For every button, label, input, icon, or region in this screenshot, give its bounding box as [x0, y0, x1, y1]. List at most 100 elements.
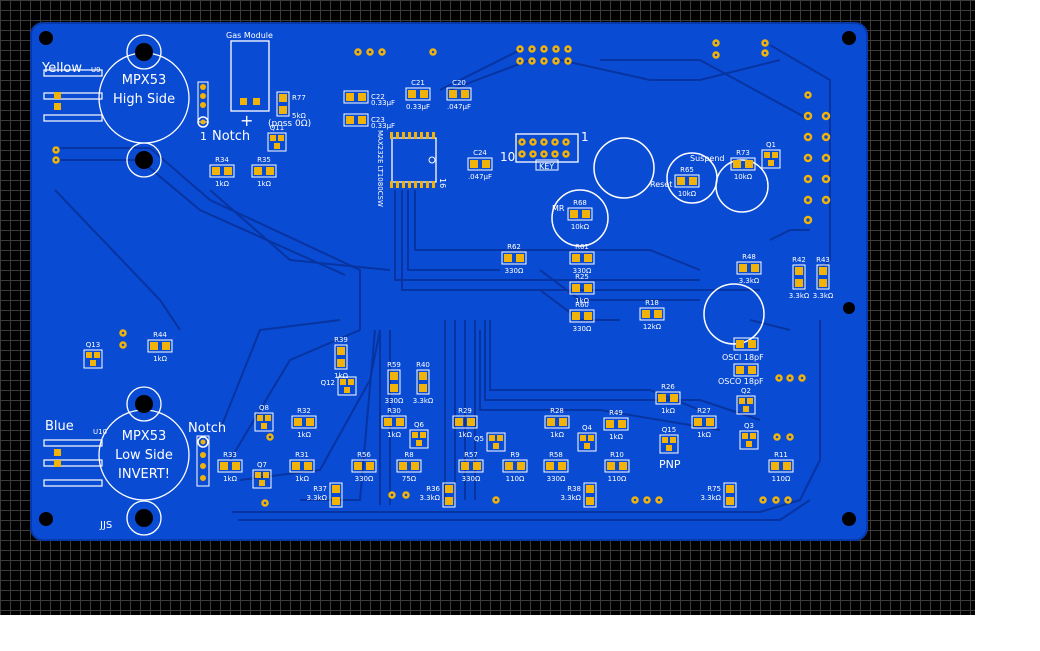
component-value: 0.33µF — [371, 122, 395, 130]
ic-label: MAX232E LT1080CSW — [376, 130, 384, 207]
capacitor-osci[interactable] — [733, 337, 759, 351]
component-q5[interactable]: Q5 — [474, 432, 506, 452]
component-q15[interactable]: Q15 — [659, 426, 679, 454]
component-q3[interactable]: Q3 — [739, 422, 759, 450]
capacitor-osco[interactable] — [733, 363, 759, 377]
component-q13[interactable]: Q13 — [83, 341, 103, 369]
pad — [232, 462, 240, 470]
component-q6[interactable]: Q6 — [409, 421, 429, 449]
pad — [90, 360, 96, 366]
suspend-button[interactable] — [715, 159, 769, 213]
footprint-outline — [733, 337, 759, 351]
pin-headers — [52, 39, 831, 507]
component-value: 1kΩ — [697, 431, 712, 439]
notch-header-bottom[interactable] — [196, 435, 210, 487]
footprint-outline — [639, 307, 665, 321]
sensor-u9[interactable]: MPX53 High Side — [43, 34, 190, 178]
footprint-outline — [452, 415, 478, 429]
notch-header-top[interactable] — [197, 81, 209, 128]
pad — [580, 435, 586, 441]
pad — [572, 254, 580, 262]
mr-button[interactable] — [551, 189, 609, 247]
pad — [86, 352, 92, 358]
gas-module[interactable] — [230, 40, 270, 112]
component-q7[interactable]: Q7 — [252, 461, 272, 489]
footprint-outline — [567, 207, 593, 221]
component-value: 1kΩ — [458, 431, 473, 439]
key-header[interactable] — [515, 133, 579, 171]
label-reset: Reset — [650, 180, 672, 189]
footprint-outline — [83, 349, 103, 369]
key-label: KEY — [539, 162, 554, 171]
ic-u16[interactable] — [390, 132, 437, 188]
footprint-outline — [501, 251, 527, 265]
component-ref: R32 — [297, 407, 311, 415]
pcb-viewport[interactable]: MPX53 High Side Yellow U9 MPX53 Low Side… — [0, 0, 975, 615]
component-q4[interactable]: Q4 — [577, 424, 597, 452]
component-q2[interactable]: Q2 — [736, 387, 756, 415]
pcb-board: MPX53 High Side Yellow U9 MPX53 Low Side… — [30, 22, 868, 541]
pad — [642, 310, 650, 318]
pad — [470, 160, 478, 168]
component-q1[interactable]: Q1 — [761, 141, 781, 169]
component-c24[interactable]: C24.047µF — [467, 149, 493, 181]
pad — [582, 210, 590, 218]
pad — [255, 472, 261, 478]
component-ref: Q8 — [259, 404, 269, 412]
component-ref: C22 — [371, 93, 385, 101]
component-ref: C24 — [473, 149, 487, 157]
component-q11[interactable]: Q11 — [267, 124, 287, 152]
sensor-u10[interactable]: MPX53 Low Side INVERT! — [43, 386, 190, 536]
pad — [739, 398, 745, 404]
label-yellow: Yellow — [41, 61, 82, 76]
reset-button[interactable] — [593, 137, 655, 199]
component-q8[interactable]: Q8 — [254, 404, 274, 432]
component-q12[interactable]: Q12 — [321, 376, 357, 396]
component-ref: R40 — [416, 361, 430, 369]
pad — [726, 497, 734, 505]
component-c20[interactable]: C20.047µF — [446, 79, 472, 111]
pad — [445, 497, 453, 505]
